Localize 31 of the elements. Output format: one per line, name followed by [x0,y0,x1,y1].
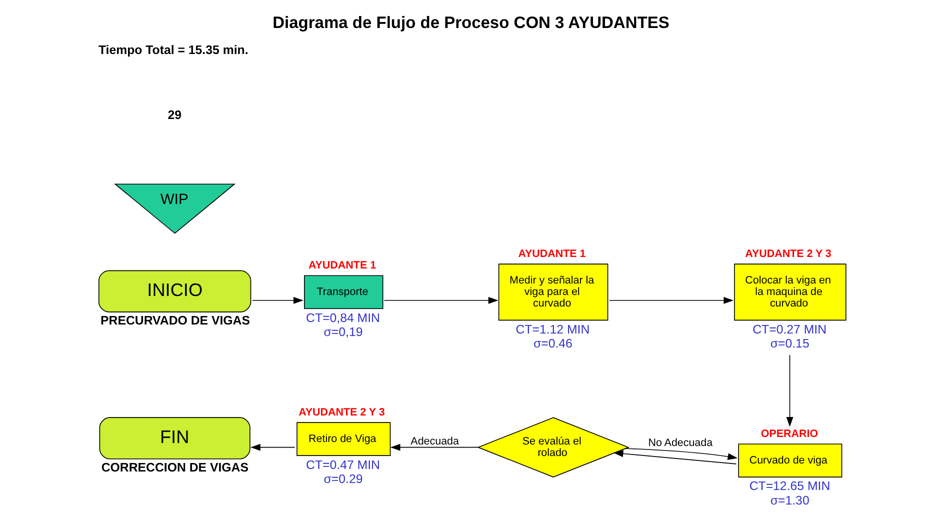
node-label: AYUDANTE 2 Y 3 [298,406,385,418]
node-label: AYUDANTE 2 Y 3 [745,247,832,260]
arrow [613,450,737,464]
node-diamond: Se evalúa el rolado [477,416,630,477]
node-label: CT=1.12 MIN [516,322,590,336]
node-label: σ=0.46 [533,336,572,350]
node-label: CT=0,84 MIN [306,310,380,324]
node-label: AYUDANTE 1 [518,247,586,260]
arrow [609,296,734,304]
arrow [384,296,498,304]
label: 29 [168,108,182,122]
node-label: CT=12.65 MIN [749,478,830,493]
arrow [786,354,794,426]
edge-label: Adecuada [410,434,459,447]
arrow [625,448,738,460]
node-label: OPERARIO [760,427,818,440]
arrow [252,296,304,304]
node-label: σ=0.15 [770,336,810,350]
node-label: σ=0,19 [324,324,363,338]
edge-label: No Adecuada [648,436,713,448]
node-label: σ=0.29 [324,471,363,486]
arrow [250,443,296,450]
node-label: CORRECCION DE VIGAS [101,460,248,474]
arrow [390,443,479,450]
diagram-title: Diagrama de Flujo de Proceso CON 3 AYUDANTES [272,13,670,32]
node-label: CT=0.47 MIN [306,457,380,472]
node-label: AYUDANTE 1 [308,259,376,272]
label: Tiempo Total = 15.35 min. [98,42,248,56]
node-label: PRECURVADO DE VIGAS [100,312,250,327]
node-label: CT=0.27 MIN [752,322,827,336]
node-label: σ=1.30 [770,492,810,507]
